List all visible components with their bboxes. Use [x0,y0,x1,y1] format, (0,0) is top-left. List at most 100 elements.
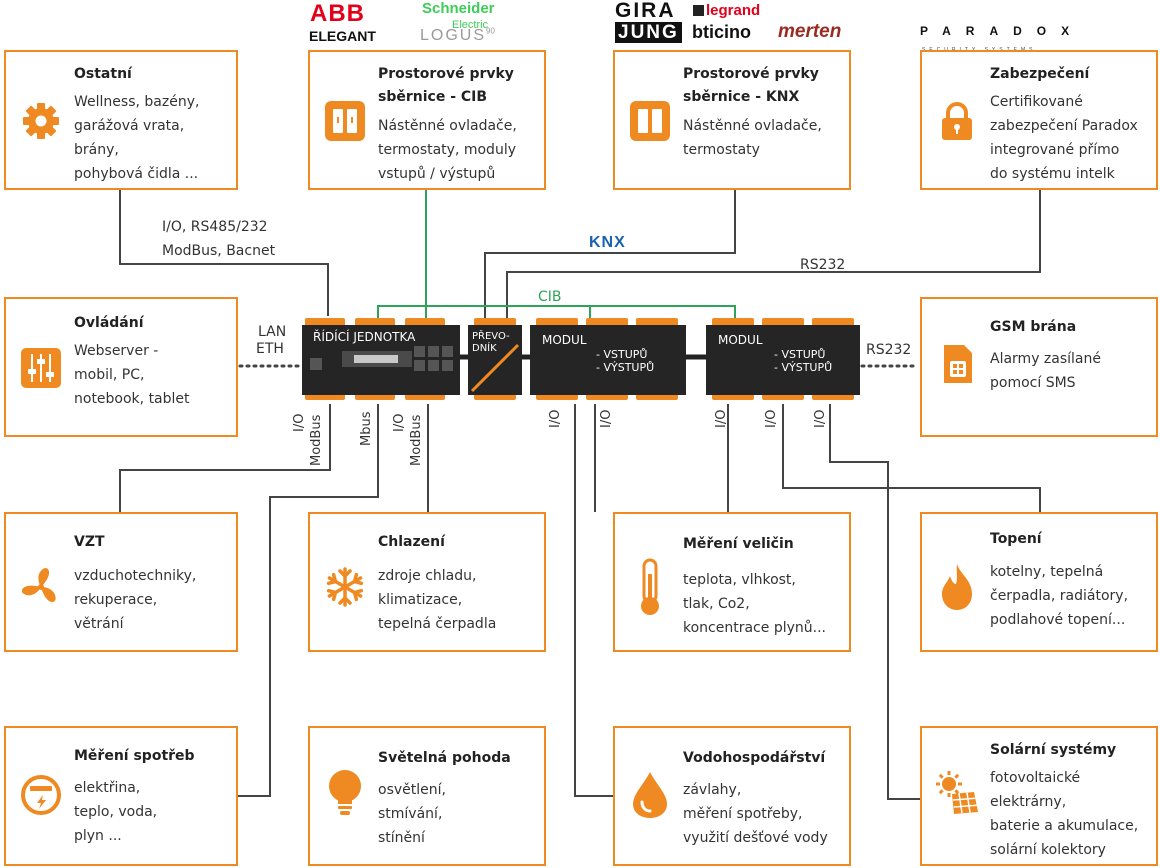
terminal-block [405,391,445,400]
box-title: Vodohospodářství [683,750,826,766]
label-modbus-bacnet: ModBus, Bacnet [162,243,276,259]
lightbulb-icon [329,770,361,815]
box-desc-line: fotovoltaické [990,770,1081,786]
label-io-rs485: I/O, RS485/232 [162,219,268,235]
box-title: Ostatní [74,66,132,82]
padlock-icon [942,102,972,140]
box-gsm: GSM brána Alarmy zasílané pomocí SMS [920,297,1158,437]
terminal-block [712,318,754,327]
terminal-block [474,391,516,400]
jung-logo: JUNG [615,22,682,44]
logus-logo: LOGUS90 [420,26,495,44]
box-desc-line: vzduchotechniky, [74,568,197,584]
label-modbus: ModBus [409,414,424,466]
box-ovladani: Ovládání Webserver - mobil, PC, notebook… [4,297,238,437]
box-title: Chlazení [378,534,445,550]
box-title: sběrnice - CIB [378,89,488,105]
box-title: Ovládání [74,315,144,331]
wire-vodo [574,404,614,797]
module-title: MODUL [542,333,587,347]
wire-vzt [119,404,331,512]
schneider-logo: Schneider [422,0,495,17]
box-desc-line: využití dešťové vody [683,830,828,846]
box-mereni-velicin: Měření veličin teplota, vlhkost, tlak, C… [613,512,851,652]
terminal-block [305,391,345,400]
box-knx: Prostorové prvky sběrnice - KNX Nástěnné… [613,50,851,190]
box-vzt: VZT vzduchotechniky, rekuperace, větrání [4,512,238,652]
box-desc-line: Nástěnné ovladače, [378,118,517,134]
label-rs232-gsm: RS232 [866,342,912,358]
box-title: Solární systémy [990,742,1117,758]
meter-icon [21,775,61,815]
box-desc-line: brány, [74,142,119,158]
control-unit-port [310,358,322,370]
box-desc-line: větrání [74,616,124,632]
module-outputs: - VÝSTUPŮ [774,361,833,374]
terminal-block [586,318,628,327]
box-desc-line: do systému intelk [990,166,1115,182]
module-inputs: - VSTUPŮ [596,348,648,361]
wire-mereni-spotreb [238,404,379,797]
label-io: I/O [813,409,828,428]
box-desc-line: Nástěnné ovladače, [683,118,822,134]
terminal-block [474,318,516,327]
box-desc-line: elektřina, [74,780,141,796]
box-desc-line: Wellness, bazény, [74,94,200,110]
box-desc-line: čerpadla, radiátory, [990,588,1129,604]
box-desc-line: baterie a akumulace, [990,818,1139,834]
terminal-block [405,318,445,327]
box-desc-line: solární kolektory [990,842,1106,858]
terminal-block [812,391,854,400]
water-drop-icon [633,772,667,818]
box-chlazeni: Chlazení zdroje chladu, klimatizace, tep… [308,512,546,652]
box-desc-line: Alarmy zasílané [990,351,1101,367]
box-desc-line: integrované přímo [990,142,1120,158]
box-cib: Prostorové prvky sběrnice - CIB Nástěnné… [308,50,546,190]
box-vodohospodarstvi: Vodohospodářství závlahy, měření spotřeb… [613,726,851,866]
terminal-block [355,391,395,400]
box-desc-line: osvětlení, [378,782,446,798]
label-io: I/O [548,409,563,428]
thermometer-icon [641,558,659,615]
terminal-block [586,391,628,400]
box-desc-line: Certifikované [990,94,1083,110]
module-title: MODUL [718,333,763,347]
box-desc-line: pohybová čidla ... [74,166,199,182]
box-desc-line: termostaty, moduly [378,142,516,158]
module-outputs: - VÝSTUPŮ [596,361,655,374]
box-desc-line: teplota, vlhkost, [683,572,796,588]
terminal-block [636,318,678,327]
converter-label: DNÍK [472,343,497,354]
bticino-logo: bticino [692,22,751,42]
terminal-block [536,318,578,327]
box-ostatni: Ostatní Wellness, bazény, garážová vrata… [4,50,238,190]
solar-panel-icon [936,771,978,814]
wire-rs232 [506,190,1041,318]
label-mbus: Mbus [359,411,374,446]
terminal-block [536,391,578,400]
box-mereni-spotreb: Měření spotřeb elektřina, teplo, voda, p… [4,726,238,866]
label-io: I/O [392,413,407,432]
io-module-1: MODUL - VSTUPŮ - VÝSTUPŮ [530,325,686,395]
box-desc-line: teplo, voda, [74,804,158,820]
box-desc-line: plyn ... [74,828,122,844]
box-desc-line: stmívání, [378,806,443,822]
box-svetelna-pohoda: Světelná pohoda osvětlení, stmívání, stí… [308,726,546,866]
box-desc-line: pomocí SMS [990,375,1076,391]
label-cib-bus: CIB [538,289,562,305]
box-title: GSM brána [990,319,1077,335]
converter-label: PŘEVO- [472,331,510,342]
control-unit-display [342,351,412,367]
label-io: I/O [764,409,779,428]
converter-diagonal [470,343,520,393]
sim-card-icon [944,345,972,383]
box-title: sběrnice - KNX [683,89,800,105]
box-desc-line: závlahy, [683,782,742,798]
box-desc-line: koncentrace plynů... [683,620,826,636]
wire-knx [484,190,736,318]
box-title: Měření spotřeb [74,748,195,764]
wire-solarni [829,404,922,800]
label-lan: LAN [258,324,287,340]
box-desc-line: termostaty [683,142,760,158]
